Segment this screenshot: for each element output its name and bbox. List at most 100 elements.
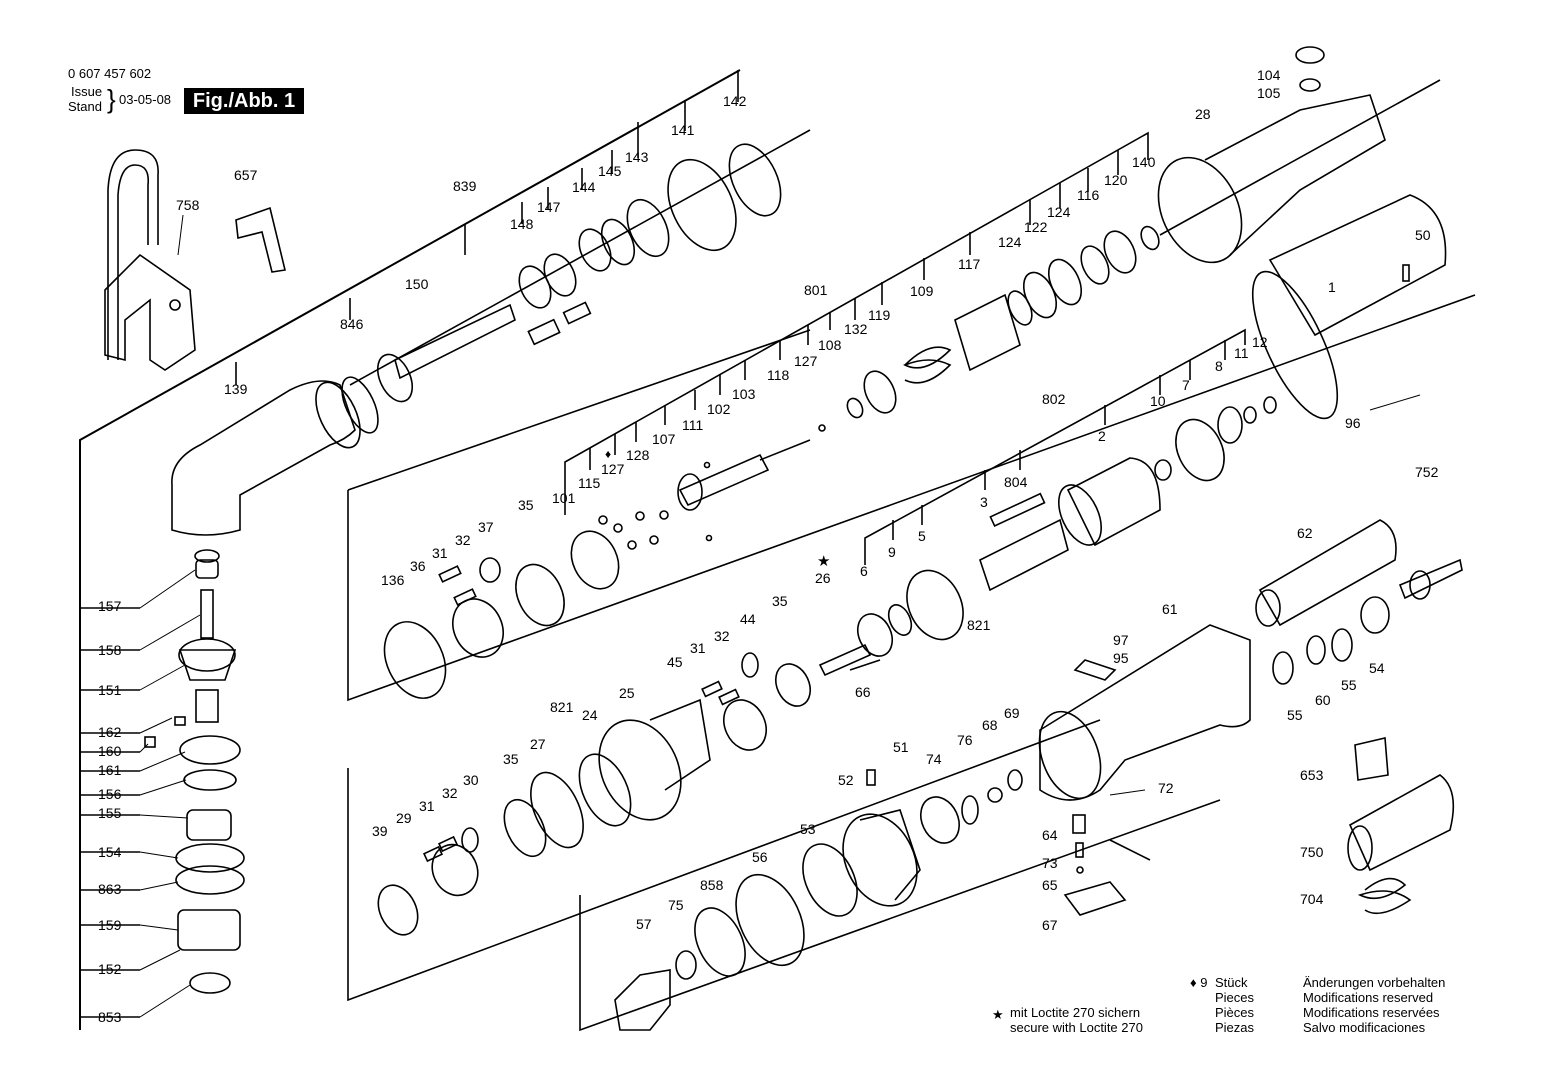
callout-162: 162 bbox=[98, 724, 122, 740]
callout-24: 24 bbox=[582, 707, 598, 723]
pieces-note: ♦ 9 bbox=[1190, 975, 1208, 990]
changes-line-2: Modifications reserved bbox=[1303, 990, 1434, 1005]
callout-1: 1 bbox=[1328, 279, 1336, 295]
pieces-line-1: Stück bbox=[1215, 975, 1248, 990]
callout-30: 30 bbox=[463, 772, 479, 788]
callout-65: 65 bbox=[1042, 877, 1058, 893]
callout-69: 69 bbox=[1004, 705, 1020, 721]
callout-51: 51 bbox=[893, 739, 909, 755]
callout-148: 148 bbox=[510, 216, 534, 232]
callout-156: 156 bbox=[98, 786, 122, 802]
pieces-marker: ♦ bbox=[1190, 975, 1197, 990]
callout-50: 50 bbox=[1415, 227, 1431, 243]
pieces-line-4: Piezas bbox=[1215, 1020, 1255, 1035]
callout-108: 108 bbox=[818, 337, 842, 353]
callout-127: 127 bbox=[794, 353, 818, 369]
callout-29: 29 bbox=[396, 810, 412, 826]
callout-155: 155 bbox=[98, 805, 122, 821]
callout-105: 105 bbox=[1257, 85, 1281, 101]
issue-label: Issue bbox=[71, 84, 103, 99]
callout-122: 122 bbox=[1024, 219, 1048, 235]
callout-117: 117 bbox=[958, 256, 981, 272]
callout-7: 7 bbox=[1182, 377, 1190, 393]
callout-158: 158 bbox=[98, 642, 122, 658]
loctite-marker: ★ bbox=[992, 1007, 1004, 1022]
callout-35a: 35 bbox=[518, 497, 534, 513]
callout-704: 704 bbox=[1300, 891, 1324, 907]
callout-54: 54 bbox=[1369, 660, 1385, 676]
changes-line-1: Änderungen vorbehalten bbox=[1303, 975, 1446, 990]
callout-74: 74 bbox=[926, 751, 942, 767]
callout-152: 152 bbox=[98, 961, 122, 977]
callout-804: 804 bbox=[1004, 474, 1028, 490]
callout-858: 858 bbox=[700, 877, 724, 893]
callout-35c: 35 bbox=[503, 751, 519, 767]
callout-31a: 31 bbox=[432, 545, 448, 561]
callout-140: 140 bbox=[1132, 154, 1156, 170]
callout-2: 2 bbox=[1098, 428, 1106, 444]
callout-64: 64 bbox=[1042, 827, 1058, 843]
callout-27: 27 bbox=[530, 736, 546, 752]
callout-107: 107 bbox=[652, 431, 676, 447]
callout-55b: 55 bbox=[1341, 677, 1357, 693]
callout-853: 853 bbox=[98, 1009, 122, 1025]
callout-62: 62 bbox=[1297, 525, 1313, 541]
stand-label: Stand bbox=[68, 99, 102, 114]
callout-44: 44 bbox=[740, 611, 756, 627]
callout-28: 28 bbox=[1195, 106, 1211, 122]
callout-103: 103 bbox=[732, 386, 756, 402]
callout-60: 60 bbox=[1315, 692, 1331, 708]
callout-118: 118 bbox=[767, 367, 790, 383]
callout-9: 9 bbox=[888, 544, 896, 560]
callout-36: 36 bbox=[410, 558, 426, 574]
callout-3: 3 bbox=[980, 494, 988, 510]
callout-758: 758 bbox=[176, 197, 200, 213]
callout-67: 67 bbox=[1042, 917, 1058, 933]
callout-145: 145 bbox=[598, 163, 622, 179]
callout-52: 52 bbox=[838, 772, 854, 788]
callout-68: 68 bbox=[982, 717, 998, 733]
callout-31b: 31 bbox=[690, 640, 706, 656]
callout-12: 12 bbox=[1252, 334, 1268, 350]
callout-147: 147 bbox=[537, 199, 561, 215]
callout-10: 10 bbox=[1150, 393, 1166, 409]
callout-37: 37 bbox=[478, 519, 494, 535]
callout-141: 141 bbox=[671, 122, 695, 138]
callout-53: 53 bbox=[800, 821, 816, 837]
callout-159: 159 bbox=[98, 917, 122, 933]
callout-76: 76 bbox=[957, 732, 973, 748]
callout-139: 139 bbox=[224, 381, 248, 397]
changes-line-3: Modifications reservées bbox=[1303, 1005, 1440, 1020]
callout-45: 45 bbox=[667, 654, 683, 670]
callout-115: 115 bbox=[578, 475, 601, 491]
callout-839: 839 bbox=[453, 178, 477, 194]
callout-132: 132 bbox=[844, 321, 868, 337]
callout-136: 136 bbox=[381, 572, 405, 588]
callout-821b: 821 bbox=[550, 699, 574, 715]
callout-104: 104 bbox=[1257, 67, 1281, 83]
pieces-diamond-127: ♦ bbox=[605, 447, 611, 461]
callout-124b: 124 bbox=[998, 234, 1022, 250]
loctite-star-26: ★ bbox=[817, 553, 830, 570]
callout-116: 116 bbox=[1077, 187, 1100, 203]
callout-39: 39 bbox=[372, 823, 388, 839]
callout-821a: 821 bbox=[967, 617, 991, 633]
figure-label: Fig./Abb. 1 bbox=[184, 88, 304, 114]
callout-863: 863 bbox=[98, 881, 122, 897]
callout-154: 154 bbox=[98, 844, 122, 860]
callout-56: 56 bbox=[752, 849, 768, 865]
callout-150: 150 bbox=[405, 276, 429, 292]
callout-8: 8 bbox=[1215, 358, 1223, 374]
callout-142: 142 bbox=[723, 93, 747, 109]
loctite-line-2: secure with Loctite 270 bbox=[1010, 1020, 1143, 1035]
pieces-line-3: Pièces bbox=[1215, 1005, 1255, 1020]
callout-157: 157 bbox=[98, 598, 122, 614]
callout-109: 109 bbox=[910, 283, 934, 299]
callout-120: 120 bbox=[1104, 172, 1128, 188]
changes-line-4: Salvo modificaciones bbox=[1303, 1020, 1426, 1035]
callout-752: 752 bbox=[1415, 464, 1439, 480]
callout-801: 801 bbox=[804, 282, 828, 298]
callout-653: 653 bbox=[1300, 767, 1324, 783]
callout-101: 101 bbox=[552, 490, 576, 506]
